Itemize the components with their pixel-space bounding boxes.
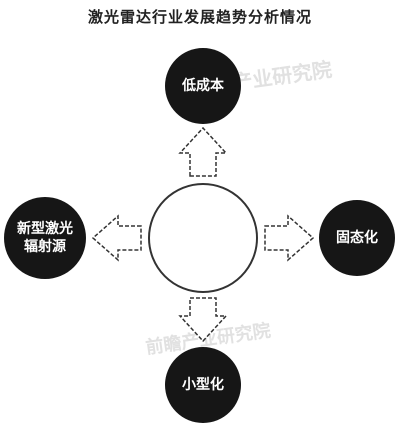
arrow-down — [178, 297, 228, 343]
node-miniaturization: 小型化 — [165, 347, 241, 423]
node-low-cost: 低成本 — [165, 48, 241, 124]
arrow-up — [178, 126, 228, 177]
node-solid-state: 固态化 — [319, 200, 395, 276]
node-new-laser-source-line2: 辐射源 — [24, 239, 66, 255]
arrow-left — [91, 214, 142, 262]
diagram-title: 激光雷达行业发展趋势分析情况 — [87, 8, 312, 26]
arrow-right — [264, 214, 315, 262]
center-circle — [148, 183, 258, 293]
node-low-cost-label: 低成本 — [182, 78, 224, 94]
node-new-laser-source-line1: 新型激光 — [17, 221, 73, 237]
node-solid-state-label: 固态化 — [336, 230, 378, 246]
node-miniaturization-label: 小型化 — [182, 377, 224, 393]
node-new-laser-source: 新型激光 辐射源 — [4, 197, 86, 279]
